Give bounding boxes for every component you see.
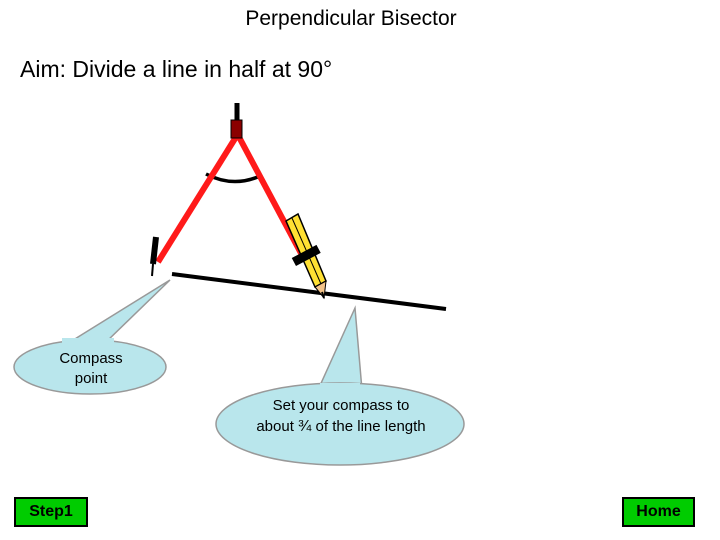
compass-point-line-1: Compass bbox=[59, 350, 123, 367]
set-compass-text-pre: Set your compass to about bbox=[256, 397, 410, 435]
fraction-three-quarters: ¾ bbox=[298, 418, 312, 435]
line-segment bbox=[171, 272, 447, 311]
compass-leg-left bbox=[155, 135, 239, 264]
set-compass-label: Set your compass to about ¾ of the line … bbox=[252, 395, 430, 437]
compass-hinge bbox=[230, 119, 243, 139]
set-compass-callout bbox=[316, 305, 363, 391]
home-button[interactable]: Home bbox=[622, 497, 695, 527]
aim-statement: Aim: Divide a line in half at 90° bbox=[20, 56, 333, 82]
compass-point-label: Compass point bbox=[30, 349, 152, 389]
step1-button[interactable]: Step1 bbox=[14, 497, 88, 527]
compass-point-line-2: point bbox=[74, 370, 108, 387]
compass-point-callout bbox=[67, 279, 171, 344]
compass-needle bbox=[150, 236, 159, 277]
set-compass-text-post: of the line length bbox=[311, 418, 426, 435]
page-title: Perpendicular Bisector bbox=[245, 7, 457, 30]
pencil-clamp bbox=[291, 244, 321, 266]
